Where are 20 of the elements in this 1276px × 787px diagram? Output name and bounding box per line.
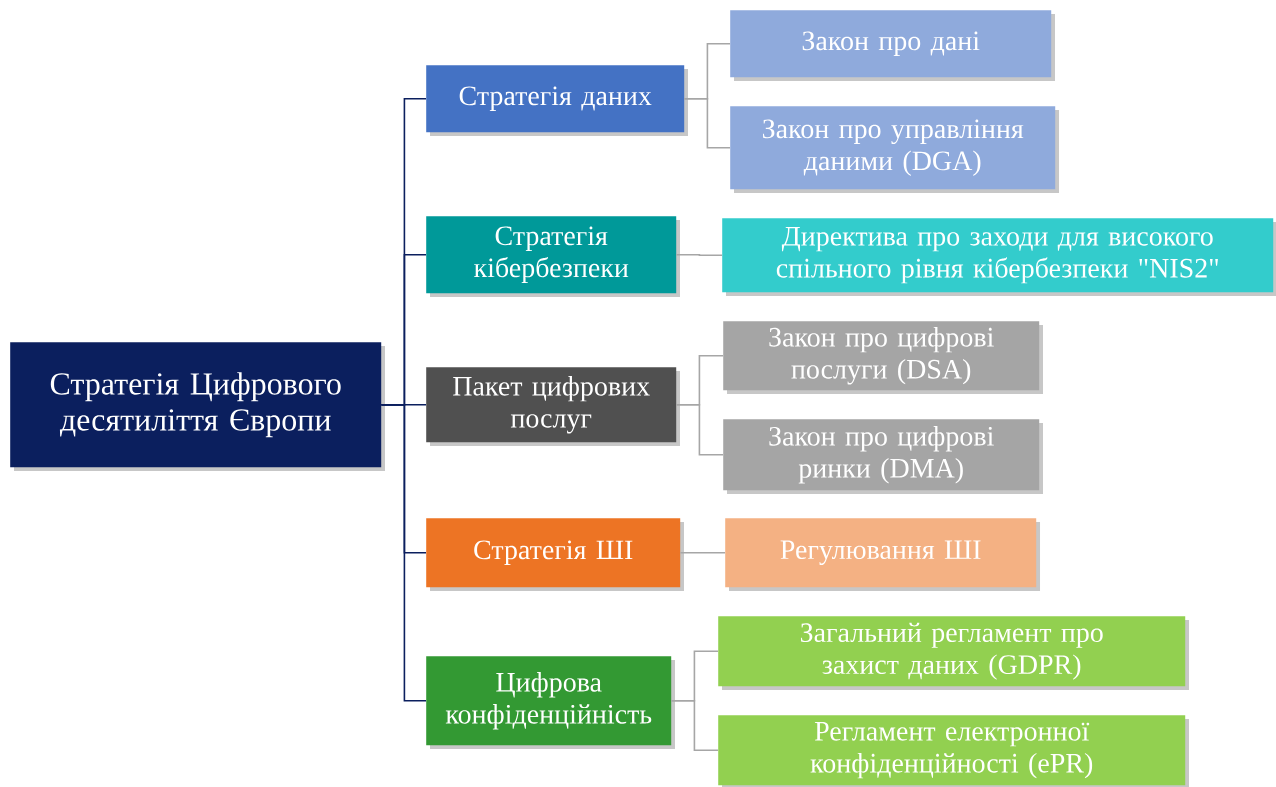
category-box: Стратегія ШІ — [426, 518, 684, 591]
connector-line — [380, 403, 427, 702]
item-box: Регламент електронної конфіденційності (ePR) — [718, 715, 1189, 787]
root-box: Стратегія Цифрового десятиліття Європи — [10, 342, 385, 471]
connector-line — [675, 253, 723, 256]
item-box: Регулювання ШІ — [725, 518, 1040, 591]
item-box: Закон про управління даними (DGA) — [730, 106, 1059, 193]
category-box: Стратегія кібербезпеки — [426, 216, 680, 297]
category-box: Пакет цифрових послуг — [426, 367, 680, 446]
item-box: Загальний регламент про захист даних (GDPR) — [718, 616, 1189, 690]
category-box: Стратегія даних — [426, 65, 688, 136]
category-box: Цифрова конфіденційність — [426, 656, 675, 749]
connector-line — [679, 551, 726, 554]
item-box: Закон про цифрові ринки (DMA) — [723, 419, 1043, 494]
connector-line — [670, 699, 719, 751]
item-box: Закон про цифрові послуги (DSA) — [723, 321, 1043, 394]
connector-line — [675, 403, 724, 456]
item-box: Директива про заходи для високого спільного рівня кібербезпеки "NIS2" — [722, 218, 1276, 296]
connector-line — [683, 97, 731, 149]
item-box: Закон про дані — [730, 10, 1055, 81]
